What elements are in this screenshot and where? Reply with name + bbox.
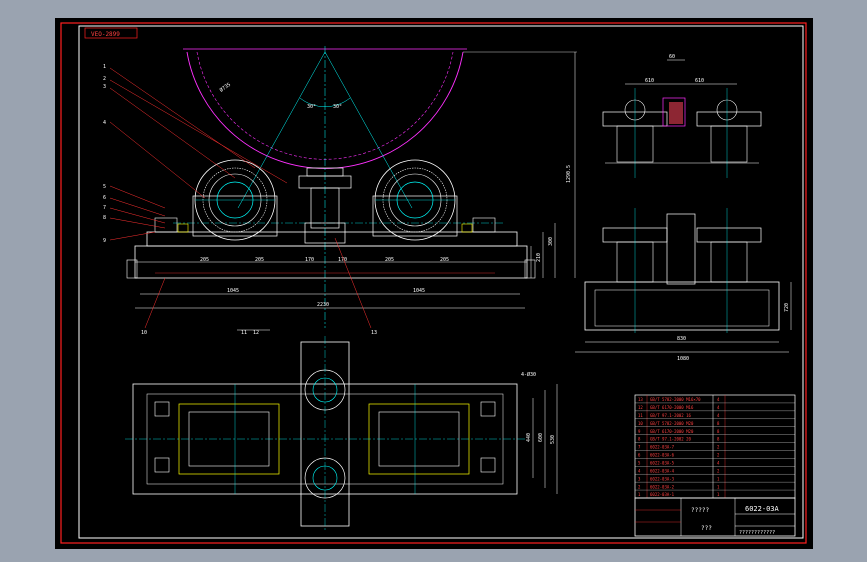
svg-text:440: 440	[526, 433, 532, 442]
svg-text:12: 12	[253, 330, 259, 336]
inner-border	[78, 25, 804, 539]
svg-text:2230: 2230	[317, 302, 329, 308]
svg-text:9: 9	[103, 238, 106, 244]
svg-text:210: 210	[536, 253, 542, 262]
svg-text:205: 205	[255, 257, 264, 263]
front-view: 30° 30° Ø735	[109, 46, 577, 331]
plan-view: 440 600 530 4-Ø30	[125, 336, 558, 530]
svg-text:600: 600	[538, 433, 544, 442]
svg-text:60: 60	[669, 54, 675, 60]
bom-cell: 1	[717, 492, 720, 497]
svg-text:170: 170	[338, 257, 347, 263]
svg-text:205: 205	[200, 257, 209, 263]
svg-text:Ø735: Ø735	[218, 81, 232, 94]
svg-text:???: ???	[701, 525, 712, 532]
bom-cell: 12	[638, 405, 643, 410]
svg-text:30°: 30°	[333, 104, 342, 110]
svg-text:5: 5	[103, 184, 106, 190]
svg-text:4: 4	[103, 120, 106, 126]
drawing-sheet: VEO-2899 30° 30° Ø735	[55, 18, 813, 549]
svg-text:30°: 30°	[307, 104, 316, 110]
svg-text:205: 205	[385, 257, 394, 263]
svg-text:8: 8	[103, 215, 106, 221]
svg-text:6022-03A: 6022-03A	[745, 505, 780, 513]
bom-cell: GB/T 6170-2000 M20	[650, 429, 694, 434]
bom-cell: 8	[717, 421, 720, 426]
bom-cell: 6022-03A-3	[650, 476, 675, 481]
svg-text:1045: 1045	[227, 288, 239, 294]
bom-cell: 10	[638, 421, 643, 426]
svg-text:610: 610	[695, 78, 704, 84]
bom-cell: GB/T 97.1-2002 20	[650, 437, 692, 442]
svg-text:830: 830	[677, 336, 686, 342]
svg-text:1: 1	[103, 64, 106, 70]
bom-cell: 1	[717, 476, 720, 481]
bom-cell: 2	[638, 484, 641, 489]
svg-text:7: 7	[103, 205, 106, 211]
left-roller	[192, 159, 278, 241]
svg-text:720: 720	[784, 303, 790, 312]
bom-cell: 6	[638, 453, 641, 458]
svg-text:6: 6	[103, 195, 106, 201]
svg-text:13: 13	[371, 330, 377, 336]
svg-text:3: 3	[103, 84, 106, 90]
bom-cell: 6022-03A-6	[650, 453, 675, 458]
bom-cell: 7	[638, 445, 641, 450]
svg-text:VEO-2899: VEO-2899	[91, 31, 120, 38]
cad-drawing: VEO-2899 30° 30° Ø735	[60, 22, 807, 544]
outer-border	[60, 22, 807, 544]
svg-text:610: 610	[645, 78, 654, 84]
svg-text:1080: 1080	[677, 356, 689, 362]
svg-text:170: 170	[305, 257, 314, 263]
bom-cell: 5	[638, 461, 641, 466]
title-block: 6022-03A ????? ??? ????????????	[634, 497, 796, 537]
bom-cell: GB/T 5782-2000 M16×70	[650, 397, 701, 402]
bom-cell: 4	[717, 461, 720, 466]
bom-cell: 6022-03A-4	[650, 468, 675, 473]
bom-cell: GB/T 6170-2000 M16	[650, 405, 694, 410]
bom-cell: 4	[717, 405, 720, 410]
bom-cell: 13	[638, 397, 643, 402]
bom-cell: 6022-03A-5	[650, 461, 675, 466]
bom-cell: 6022-03A-1	[650, 492, 675, 497]
svg-text:300: 300	[548, 237, 554, 246]
bom-cell: 9	[638, 429, 641, 434]
bom-cell: 3	[638, 476, 641, 481]
bom-cell: 2	[717, 453, 720, 458]
side-view-top: 60 610 610	[602, 54, 762, 178]
bom-cell: GB/T 5782-2000 M20	[650, 421, 694, 426]
svg-text:11: 11	[241, 330, 247, 336]
svg-text:530: 530	[550, 435, 556, 444]
svg-text:1045: 1045	[413, 288, 425, 294]
bom-cell: 6022-03A-7	[650, 445, 675, 450]
bom-cell: 1	[717, 484, 720, 489]
bom-cell: 8	[638, 437, 641, 442]
bom-cell: 1	[638, 492, 641, 497]
svg-text:10: 10	[141, 330, 147, 336]
drawing-tag: VEO-2899	[84, 27, 138, 39]
svg-text:205: 205	[440, 257, 449, 263]
right-roller	[372, 159, 458, 241]
side-view-bottom: 830 1080 720	[575, 208, 792, 362]
bom-cell: 2	[717, 468, 720, 473]
svg-text:?????: ?????	[691, 507, 709, 514]
svg-text:????????????: ????????????	[739, 530, 775, 536]
bom-cell: GB/T 97.1-2002 16	[650, 413, 692, 418]
svg-text:2: 2	[103, 76, 106, 82]
bom-cell: 4	[717, 413, 720, 418]
bom-cell: 2	[717, 445, 720, 450]
bom-cell: 8	[717, 429, 720, 434]
svg-text:4-Ø30: 4-Ø30	[521, 371, 536, 378]
svg-text:1290.5: 1290.5	[566, 165, 572, 183]
bom-cell: 8	[717, 437, 720, 442]
balloon-labels: 1 2 3 4 5 6 7 8 9 10 11 12 13	[103, 64, 377, 336]
bom-cell: 4	[638, 468, 641, 473]
bom-cell: 11	[638, 413, 643, 418]
bom-cell: 4	[717, 397, 720, 402]
bom-cell: 6022-03A-2	[650, 484, 675, 489]
